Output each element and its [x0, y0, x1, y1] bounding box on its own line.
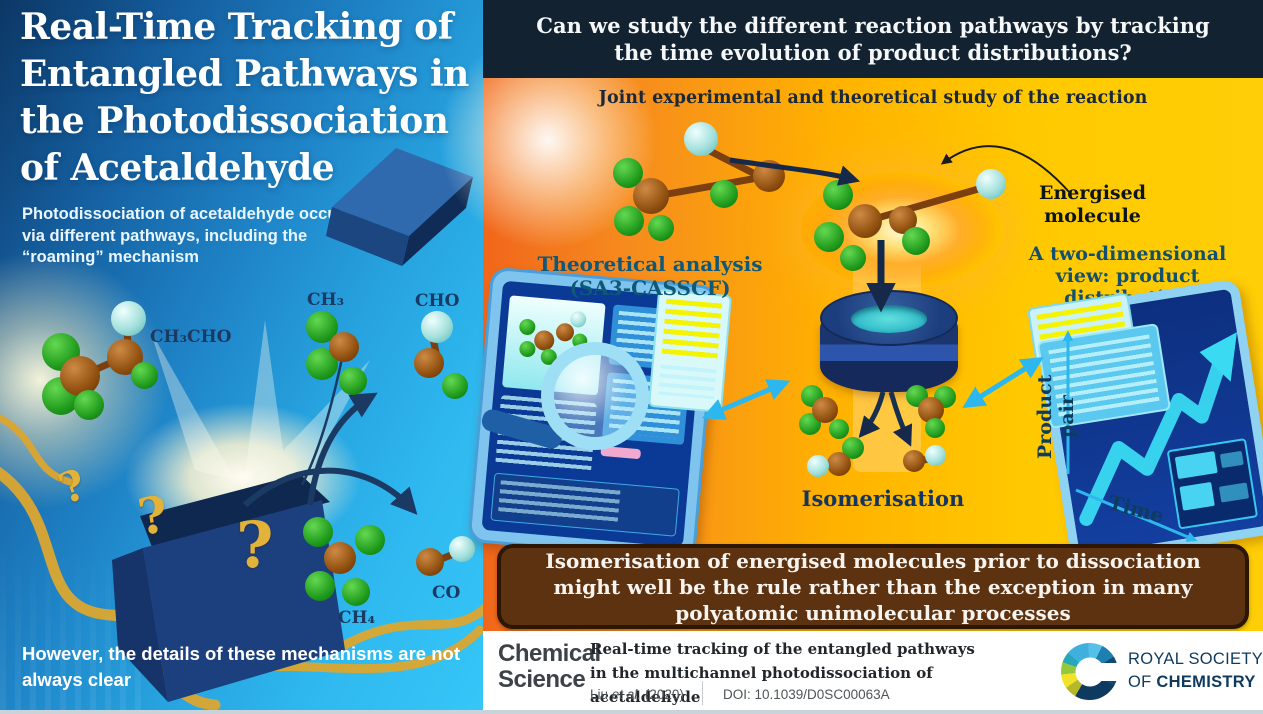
subheading: Joint experimental and theoretical study…	[598, 88, 1148, 108]
question-banner-text: Can we study the different reaction path…	[536, 13, 1210, 65]
mystery-box-icon	[112, 474, 345, 702]
theoretical-analysis-label: Theoretical analysis (SA3-CASSCF)	[525, 252, 775, 300]
carbon-atom	[416, 548, 444, 576]
publisher-of: OF	[1128, 673, 1157, 691]
citation-author: Liu	[590, 687, 612, 702]
hydrogen-atom	[814, 222, 844, 252]
rsc-logo-hole	[1075, 657, 1104, 686]
hydrogen-atom	[74, 390, 104, 420]
energised-label-arrow	[940, 145, 1071, 194]
publisher-name: ROYAL SOCIETY OF CHEMISTRY	[1128, 648, 1263, 694]
publisher-line2: OF CHEMISTRY	[1128, 671, 1263, 694]
molecule-label-methane: CH₄	[338, 608, 376, 628]
rsc-logo-icon	[1061, 643, 1123, 700]
hydrogen-atom	[131, 362, 158, 389]
oxygen-atom	[449, 536, 475, 562]
carbon-atom	[329, 332, 359, 362]
doi-text: DOI: 10.1039/D0SC00063A	[723, 687, 890, 702]
right-panel: Can we study the different reaction path…	[438, 0, 1263, 714]
theoretical-analysis-line1: Theoretical analysis	[537, 252, 763, 276]
oxygen-atom	[976, 169, 1006, 199]
carbon-atom	[60, 356, 100, 396]
left-subtitle: Photodissociation of acetaldehyde occurs…	[22, 205, 353, 266]
bottom-edge-strip	[0, 710, 1263, 714]
oxygen-atom	[807, 455, 829, 477]
molecule-label-reactant: CH₃CHO	[150, 327, 232, 347]
excitation-arrow	[729, 157, 861, 186]
question-banner: Can we study the different reaction path…	[483, 0, 1263, 78]
footer-divider	[702, 681, 703, 705]
carbon-atom	[827, 452, 851, 476]
light-rays	[150, 320, 370, 490]
isomerisation-label: Isomerisation	[801, 486, 965, 511]
time-axis-arrow	[1075, 488, 1198, 542]
prism-icon	[326, 148, 473, 266]
carbon-atom	[903, 450, 925, 472]
carbon-atom	[812, 397, 838, 423]
trend-zigzag-arrow	[1079, 332, 1237, 526]
right-arrows-overlay	[701, 145, 1198, 542]
magnifying-glass-icon	[541, 342, 649, 450]
hydrogen-atom	[829, 419, 849, 439]
molecule-label-formyl: CHO	[415, 291, 460, 311]
journal-logo: Chemical Science	[498, 640, 601, 693]
paper-title: Real-time tracking of the entangled path…	[590, 640, 975, 706]
theoretical-analysis-line2: (SA3-CASSCF)	[569, 276, 731, 300]
dissociation-arrows	[858, 391, 913, 447]
hydrogen-atom	[710, 180, 738, 208]
hydrogen-atom	[355, 525, 385, 555]
footer-bar: Chemical Science Real-time tracking of t…	[483, 631, 1263, 714]
conclusion-text: Isomerisation of energised molecules pri…	[545, 548, 1201, 625]
oxygen-atom	[925, 445, 946, 466]
carbon-atom	[848, 204, 882, 238]
monitor-screen	[1042, 288, 1263, 556]
citation: Liu et al. (2020)	[590, 687, 684, 702]
hydrogen-atom	[925, 418, 945, 438]
citation-etal: et al.	[611, 687, 642, 702]
hydrogen-atom	[902, 227, 930, 255]
left-panel: Real-Time Tracking of Entangled Pathways…	[0, 0, 483, 714]
experiment-link-arrow	[962, 357, 1044, 408]
oxygen-atom	[684, 122, 718, 156]
hydrogen-atom	[339, 367, 367, 395]
left-bottom-note: However, the details of these mechanisms…	[22, 643, 460, 690]
carbon-atom	[324, 542, 356, 574]
product-distribution-monitor	[1032, 278, 1263, 566]
hydrogen-atom	[303, 517, 333, 547]
oxygen-atom	[421, 311, 453, 343]
hydrogen-atom	[342, 578, 370, 606]
question-mark: ?	[236, 508, 274, 583]
hydrogen-atom	[442, 373, 468, 399]
citation-year: (2020)	[641, 687, 684, 702]
carbon-atom	[414, 348, 444, 378]
publisher-chemistry: CHEMISTRY	[1156, 673, 1256, 691]
page-title: Real-Time Tracking of Entangled Pathways…	[20, 6, 469, 189]
hydrogen-atom	[842, 437, 864, 459]
publisher-line1: ROYAL SOCIETY	[1128, 650, 1263, 668]
hydrogen-atom	[840, 245, 866, 271]
theory-link-arrow	[701, 379, 791, 420]
molecule-label-co: CO	[432, 583, 461, 603]
oxygen-atom	[111, 301, 146, 336]
y-axis-label: Product pair	[1034, 374, 1078, 460]
hydrogen-atom	[305, 571, 335, 601]
molecule-label-methyl: CH₃	[307, 290, 345, 310]
conclusion-banner: Isomerisation of energised molecules pri…	[497, 544, 1249, 629]
